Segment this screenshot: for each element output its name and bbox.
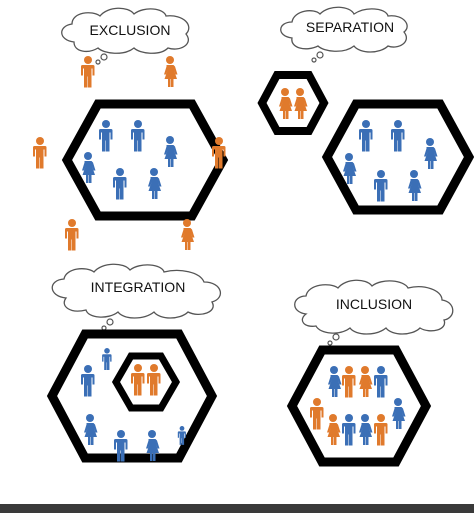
hexagon-inner-boundary [111, 352, 181, 412]
bottom-bar [0, 504, 474, 513]
thought-cloud-icon [51, 263, 222, 331]
person-female-icon [164, 56, 178, 87]
thought-cloud-icon [280, 6, 408, 63]
panel-title-separation: SEPARATION [306, 19, 394, 35]
panel-exclusion: EXCLUSION [33, 7, 229, 251]
thought-cloud-icon [294, 279, 454, 346]
person-female-icon [181, 219, 195, 250]
panel-separation: SEPARATION [257, 6, 474, 215]
panel-title-integration: INTEGRATION [91, 279, 186, 295]
panel-inclusion: INCLUSION [286, 279, 454, 467]
person-male-icon [65, 219, 79, 251]
panel-title-exclusion: EXCLUSION [90, 22, 171, 38]
panel-title-inclusion: INCLUSION [336, 296, 412, 312]
thought-cloud-icon [61, 7, 190, 65]
hexagon-small-boundary [257, 71, 329, 135]
hexagon-boundary [286, 345, 432, 467]
person-male-icon [33, 137, 47, 169]
hexagon-boundary [61, 99, 229, 221]
person-male-icon [81, 56, 95, 88]
panel-integration: INTEGRATION [46, 263, 222, 463]
